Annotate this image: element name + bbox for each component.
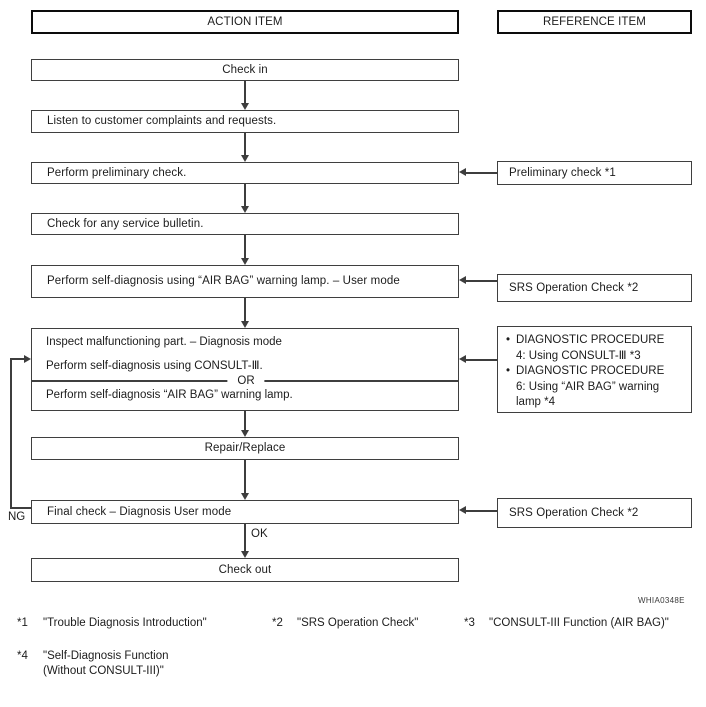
footnote-1-text: "Trouble Diagnosis Introduction": [43, 617, 207, 629]
or-divider-label: OR: [227, 375, 265, 387]
diagnostic-bullet-1-line1: DIAGNOSTIC PROCEDURE: [516, 334, 665, 346]
step-self-diagnosis-lamp: Perform self-diagnosis using “AIR BAG” w…: [31, 265, 459, 298]
footnote-4-text-line1: "Self-Diagnosis Function: [43, 650, 169, 662]
step-final-check-label: Final check – Diagnosis User mode: [47, 505, 232, 518]
step-service-bulletin-label: Check for any service bulletin.: [47, 217, 204, 230]
diagnostic-bullet-2-line1: DIAGNOSTIC PROCEDURE: [516, 365, 665, 377]
bullet-icon: •: [506, 334, 511, 346]
ng-loop-bottom-line: [10, 507, 31, 509]
ref-preliminary-check: Preliminary check *1: [497, 161, 692, 185]
step-inspect-malfunction: [31, 328, 459, 411]
step-inspect-line2: Perform self-diagnosis using CONSULT-Ⅲ.: [46, 360, 263, 372]
step-check-in: Check in: [31, 59, 459, 81]
step-inspect-line1: Inspect malfunctioning part. – Diagnosis…: [46, 336, 282, 348]
diagnostic-bullet-2: • DIAGNOSTIC PROCEDURE: [506, 364, 688, 380]
connector-line: [244, 298, 246, 322]
diagnostic-bullet-2-line2: 6: Using “AIR BAG” warning: [516, 380, 660, 393]
footnote-2-text: "SRS Operation Check": [297, 617, 419, 629]
step-final-check: Final check – Diagnosis User mode: [31, 500, 459, 524]
action-item-header-label: ACTION ITEM: [207, 15, 283, 28]
footnote-1-marker: *1: [17, 617, 28, 629]
footnote-4-marker: *4: [17, 650, 28, 662]
ref-srs-operation-check-2: SRS Operation Check *2: [497, 498, 692, 528]
arrow-down-icon: [240, 206, 249, 213]
footnote-3-marker: *3: [464, 617, 475, 629]
arrow-down-icon: [240, 258, 249, 265]
step-listen-complaints-label: Listen to customer complaints and reques…: [47, 115, 277, 127]
step-check-in-label: Check in: [222, 63, 268, 76]
ng-loop-top-line: [10, 358, 25, 360]
ref-srs-operation-check-2-label: SRS Operation Check *2: [509, 506, 639, 519]
connector-line: [244, 524, 246, 552]
arrow-left-icon: [459, 168, 466, 176]
bullet-icon: •: [506, 365, 511, 377]
arrow-down-icon: [240, 551, 249, 558]
step-repair-replace-label: Repair/Replace: [204, 442, 286, 454]
step-inspect-line3: Perform self-diagnosis “AIR BAG” warning…: [46, 389, 293, 401]
arrow-down-icon: [240, 155, 249, 162]
footnote-3-text: "CONSULT-III Function (AIR BAG)": [489, 617, 669, 629]
ng-label: NG: [8, 511, 26, 523]
step-check-out: Check out: [31, 558, 459, 582]
diagnostic-bullet-1: • DIAGNOSTIC PROCEDURE: [506, 333, 688, 349]
ref-diagnostic-procedures: [497, 326, 692, 413]
diagnostic-bullet-1-line2: 4: Using CONSULT-Ⅲ *3: [516, 349, 641, 362]
reference-connector-line: [466, 359, 497, 361]
reference-connector-line: [466, 510, 497, 512]
ref-srs-operation-check-1: SRS Operation Check *2: [497, 274, 692, 302]
ref-diagnostic-procedures-list: • DIAGNOSTIC PROCEDURE 4: Using CONSULT-…: [506, 333, 688, 411]
footnote-4-text: "Self-Diagnosis Function (Without CONSUL…: [43, 649, 169, 678]
step-repair-replace: Repair/Replace: [31, 437, 459, 460]
ref-preliminary-check-label: Preliminary check *1: [509, 166, 616, 179]
reference-item-header: REFERENCE ITEM: [497, 10, 692, 34]
reference-connector-line: [466, 172, 497, 174]
connector-line: [244, 411, 246, 431]
arrow-down-icon: [240, 321, 249, 328]
step-listen-complaints: Listen to customer complaints and reques…: [31, 110, 459, 133]
reference-connector-line: [466, 280, 497, 282]
arrow-down-icon: [240, 103, 249, 110]
connector-line: [244, 81, 246, 104]
arrow-left-icon: [459, 355, 466, 363]
figure-code: WHIA0348E: [638, 596, 685, 605]
connector-line: [244, 184, 246, 207]
action-item-header: ACTION ITEM: [31, 10, 459, 34]
step-check-out-label: Check out: [218, 563, 272, 576]
connector-line: [244, 235, 246, 259]
arrow-left-icon: [459, 276, 466, 284]
arrow-down-icon: [240, 430, 249, 437]
arrow-right-icon: [24, 354, 31, 363]
connector-line: [244, 133, 246, 156]
diagnostic-bullet-2-line3: lamp *4: [516, 396, 555, 408]
footnote-4-text-line2: (Without CONSULT-III)": [43, 664, 164, 677]
arrow-left-icon: [459, 506, 466, 514]
ng-loop-vertical-line: [10, 358, 12, 509]
arrow-down-icon: [240, 493, 249, 500]
ok-label: OK: [251, 528, 268, 540]
reference-item-header-label: REFERENCE ITEM: [543, 15, 646, 28]
step-preliminary-check-label: Perform preliminary check.: [47, 166, 187, 179]
step-service-bulletin: Check for any service bulletin.: [31, 213, 459, 235]
ref-srs-operation-check-1-label: SRS Operation Check *2: [509, 281, 639, 294]
connector-line: [244, 460, 246, 494]
step-preliminary-check: Perform preliminary check.: [31, 162, 459, 184]
footnote-2-marker: *2: [272, 617, 283, 629]
step-self-diagnosis-lamp-label: Perform self-diagnosis using “AIR BAG” w…: [47, 275, 400, 287]
